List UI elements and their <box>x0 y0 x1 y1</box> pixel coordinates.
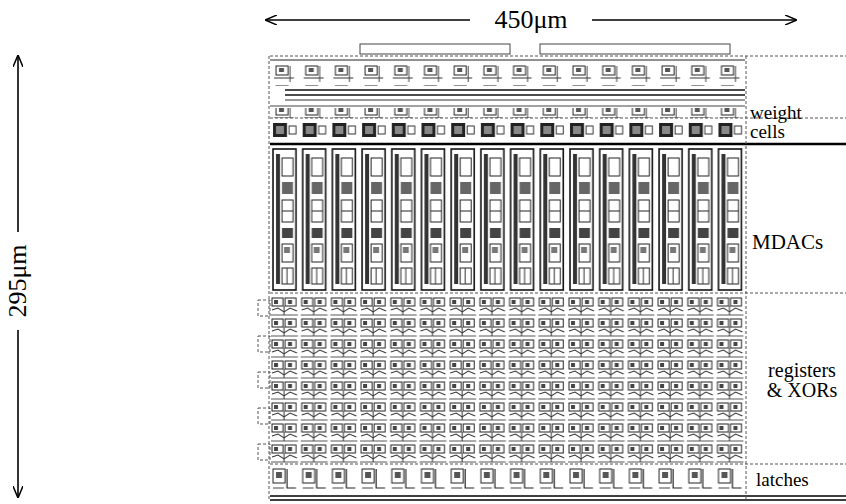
region-label: latches <box>756 470 842 489</box>
region-label: MDACs <box>752 232 842 253</box>
region-label: weight cells <box>750 103 820 141</box>
dimension-arrow <box>18 20 796 497</box>
region-label: registers & XORs <box>762 360 842 400</box>
layout-frame <box>258 44 846 500</box>
dimension-label: 450μm <box>490 7 571 33</box>
dimension-label: 295μm <box>5 240 31 321</box>
